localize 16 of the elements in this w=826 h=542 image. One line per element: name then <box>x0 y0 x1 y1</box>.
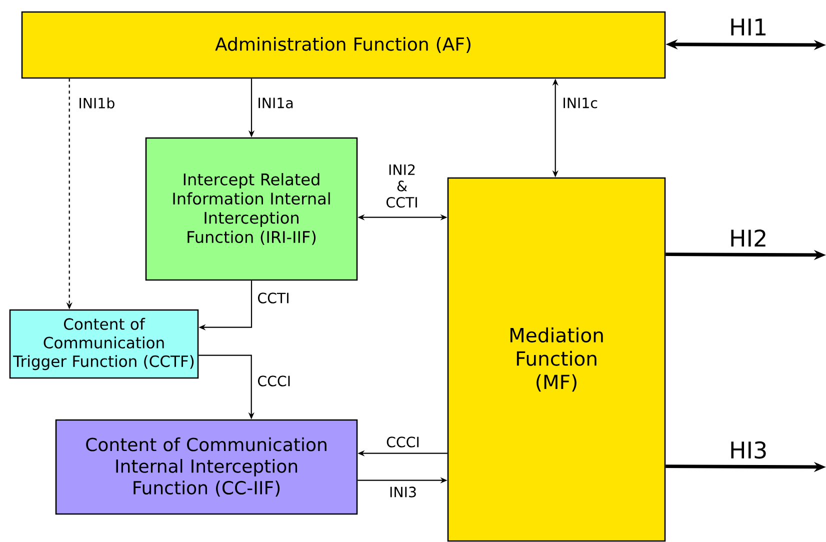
edge-label: HI1 <box>731 18 766 36</box>
function-box: Content of Communication Internal Interception Function (CC-IIF) <box>55 419 358 515</box>
edge-label: HI3 <box>731 441 766 459</box>
edge-label: INI1b <box>80 98 114 108</box>
edge-label: INI2 & CCTI <box>386 164 417 208</box>
edge-label: CCCI <box>258 376 290 386</box>
edge-label: INI3 <box>390 486 416 498</box>
edge-label: CCTI <box>258 292 288 304</box>
function-box: Intercept Related Information Internal Interception Function (IRI-IIF) <box>145 137 358 281</box>
edge-label: INI1c <box>564 98 598 108</box>
edge-label: HI2 <box>731 230 766 247</box>
edge-label: CCCI <box>386 436 419 448</box>
edge-label: INI1a <box>258 98 293 108</box>
function-box: Content of Communication Trigger Function (CCTF) <box>9 309 199 379</box>
function-box: Mediation Function (MF) <box>447 177 666 542</box>
function-box: Administration Function (AF) <box>21 11 666 79</box>
